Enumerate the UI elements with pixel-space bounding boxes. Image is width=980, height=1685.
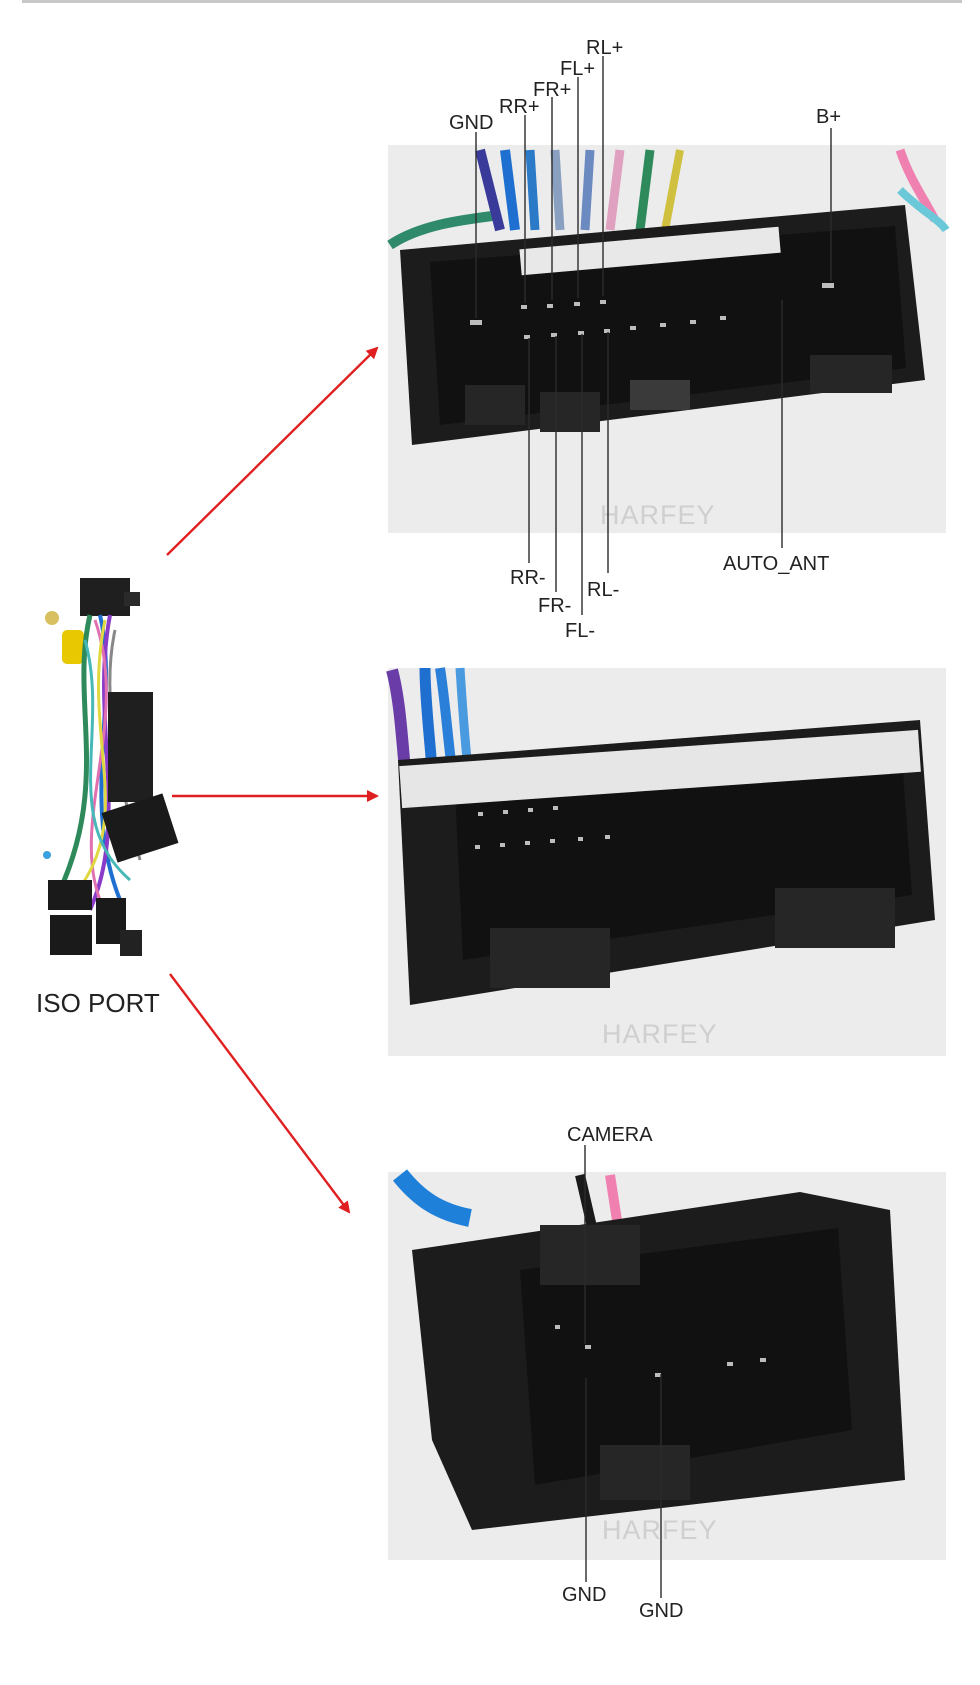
brand-watermark: HARFEY <box>600 500 716 530</box>
iso-port-label: ISO PORT <box>36 988 160 1018</box>
top-divider <box>22 0 962 3</box>
label-fr-plus: FR+ <box>533 79 571 101</box>
label-auto-ant: AUTO_ANT <box>723 553 829 575</box>
bottom-leaders <box>584 1145 662 1598</box>
label-gnd-bottom-right: GND <box>639 1600 683 1622</box>
harness-image <box>43 578 179 956</box>
arrow-to-top-connector <box>166 346 379 556</box>
label-rr-plus: RR+ <box>499 96 540 118</box>
label-rr-minus: RR- <box>510 567 546 589</box>
connector-photo-bottom: HARFEY <box>388 1169 946 1560</box>
label-camera: CAMERA <box>567 1124 653 1146</box>
label-gnd-bottom-left: GND <box>562 1584 606 1606</box>
brand-watermark: HARFEY <box>602 1019 718 1049</box>
brand-watermark: HARFEY <box>602 1515 718 1545</box>
label-gnd-top: GND <box>449 112 493 134</box>
label-fl-minus: FL- <box>565 620 595 642</box>
label-b-plus: B+ <box>816 106 841 128</box>
arrow-to-bottom-connector <box>169 973 351 1214</box>
label-rl-plus: RL+ <box>586 37 623 59</box>
connector-photo-top: HARFEY <box>387 145 950 533</box>
label-fl-plus: FL+ <box>560 58 595 80</box>
label-fr-minus: FR- <box>538 595 571 617</box>
label-rl-minus: RL- <box>587 579 619 601</box>
connector-photo-middle: HARFEY <box>386 667 946 1056</box>
top-leaders <box>475 56 832 615</box>
